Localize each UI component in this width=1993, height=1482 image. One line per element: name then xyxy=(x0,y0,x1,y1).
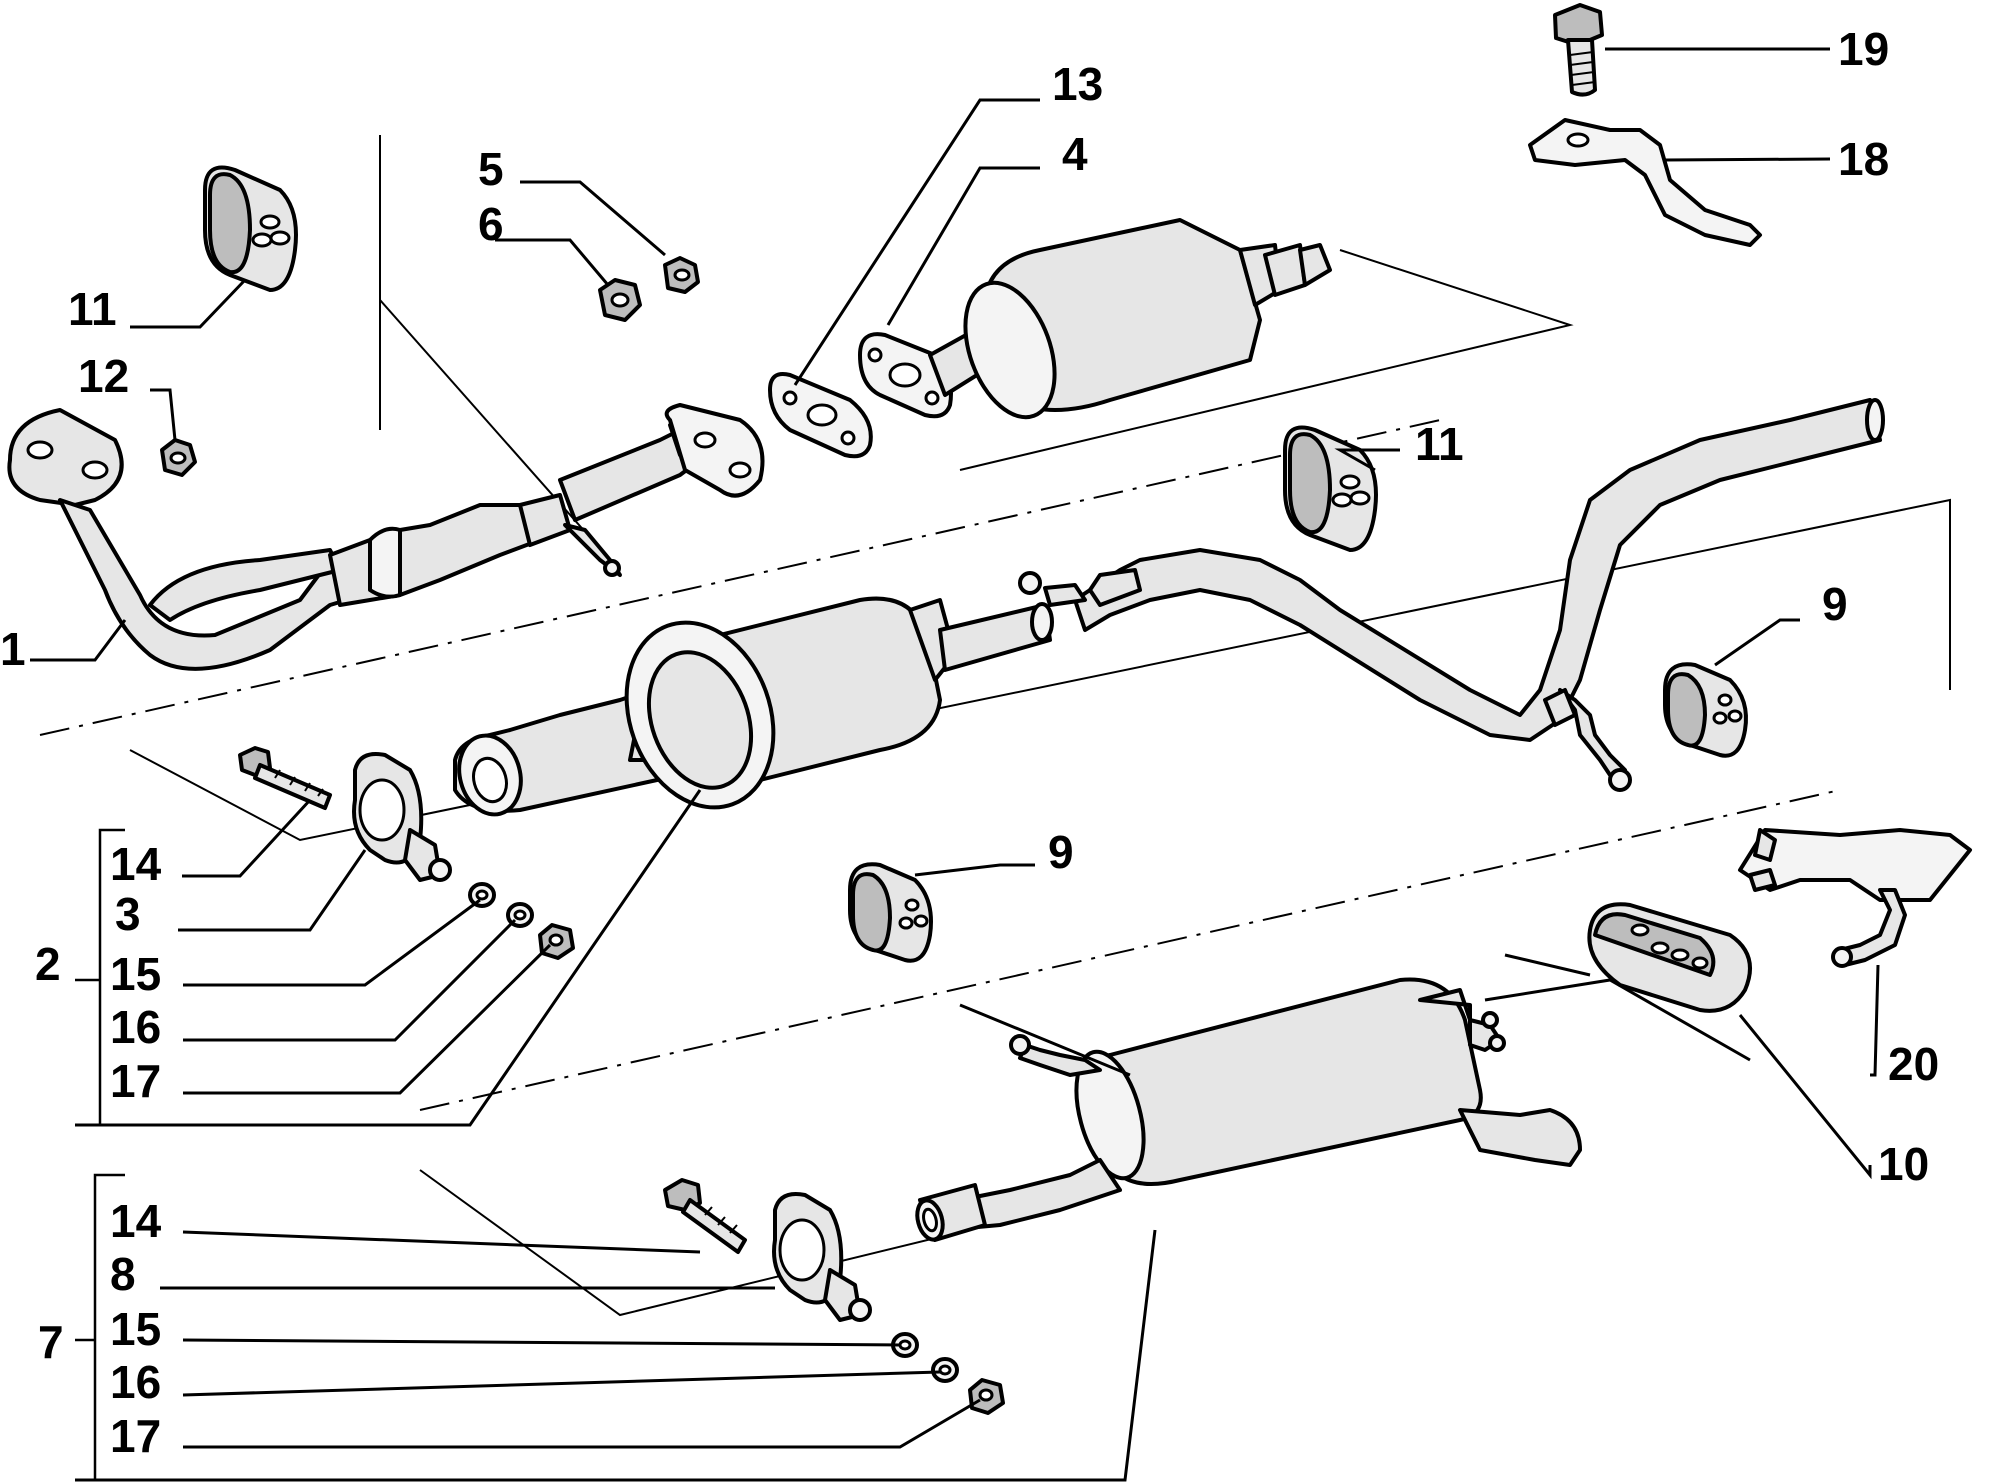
callout-15-lower: 15 xyxy=(110,1303,161,1355)
rubber-mount-middle xyxy=(1283,425,1378,552)
bracket-18 xyxy=(1528,118,1762,247)
callout-14-upper: 14 xyxy=(110,838,162,890)
callout-15-upper: 15 xyxy=(110,948,161,1000)
intermediate-pipe xyxy=(1018,398,1885,792)
callout-9-right: 9 xyxy=(1822,578,1848,630)
catalytic-converter xyxy=(858,218,1332,420)
callout-4: 4 xyxy=(1062,128,1088,180)
lower-clamp-group xyxy=(663,1178,1005,1415)
callout-11-top: 11 xyxy=(68,283,117,335)
nut-5 xyxy=(663,256,700,294)
rear-silencer xyxy=(915,977,1582,1242)
callout-5: 5 xyxy=(478,143,504,195)
rubber-mount-lower xyxy=(848,862,933,963)
callout-10: 10 xyxy=(1878,1138,1929,1190)
callout-13: 13 xyxy=(1052,58,1103,110)
rubber-mount-top xyxy=(203,165,298,292)
callout-7: 7 xyxy=(38,1316,64,1368)
callout-2: 2 xyxy=(35,938,61,990)
callout-labels: 1 2 3 4 5 6 7 8 9 9 10 11 11 12 13 14 14… xyxy=(0,23,1939,1462)
gasket-13 xyxy=(768,372,873,459)
callout-8: 8 xyxy=(110,1248,136,1300)
callout-16-upper: 16 xyxy=(110,1001,161,1053)
callout-17-upper: 17 xyxy=(110,1055,161,1107)
leader-lines xyxy=(30,47,1880,1482)
callout-19: 19 xyxy=(1838,23,1889,75)
section-dividers xyxy=(39,135,1951,1317)
rubber-mount-right xyxy=(1663,662,1748,758)
callout-6: 6 xyxy=(478,198,504,250)
nut-12 xyxy=(160,438,197,477)
callout-11-middle: 11 xyxy=(1415,418,1464,470)
rubber-mount-rear xyxy=(1587,902,1752,1013)
bracket-20 xyxy=(1738,828,1972,968)
callout-3: 3 xyxy=(115,888,141,940)
callout-14-lower: 14 xyxy=(110,1195,162,1247)
callout-20: 20 xyxy=(1888,1038,1939,1090)
upper-clamp-group xyxy=(238,746,575,960)
bolt-19 xyxy=(1553,3,1604,97)
center-muffler xyxy=(453,596,1054,817)
callout-12: 12 xyxy=(78,350,129,402)
callout-1: 1 xyxy=(0,623,26,675)
callout-16-lower: 16 xyxy=(110,1356,161,1408)
callout-17-lower: 17 xyxy=(110,1410,161,1462)
front-pipe xyxy=(7,403,765,671)
nut-6 xyxy=(598,278,642,322)
group-brackets xyxy=(75,828,125,1482)
callout-18: 18 xyxy=(1838,133,1889,185)
callout-9-lower: 9 xyxy=(1048,826,1074,878)
